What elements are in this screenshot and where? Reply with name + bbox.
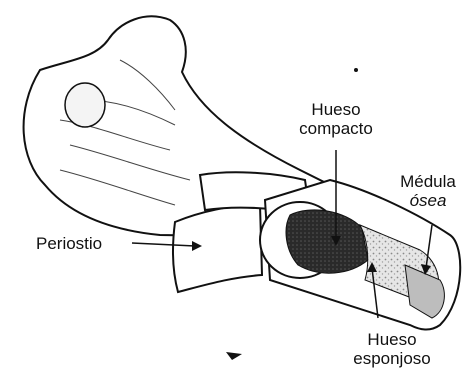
speck — [354, 68, 358, 72]
periosteum-layer — [173, 205, 262, 292]
label-hueso-compacto: Hueso compacto — [296, 100, 376, 138]
condyle — [65, 83, 105, 127]
label-hueso-esponjoso: Hueso esponjoso — [352, 330, 432, 368]
speck — [226, 352, 242, 360]
label-periostio: Periostio — [36, 234, 102, 253]
label-medula-osea: Médula ósea — [392, 172, 464, 210]
